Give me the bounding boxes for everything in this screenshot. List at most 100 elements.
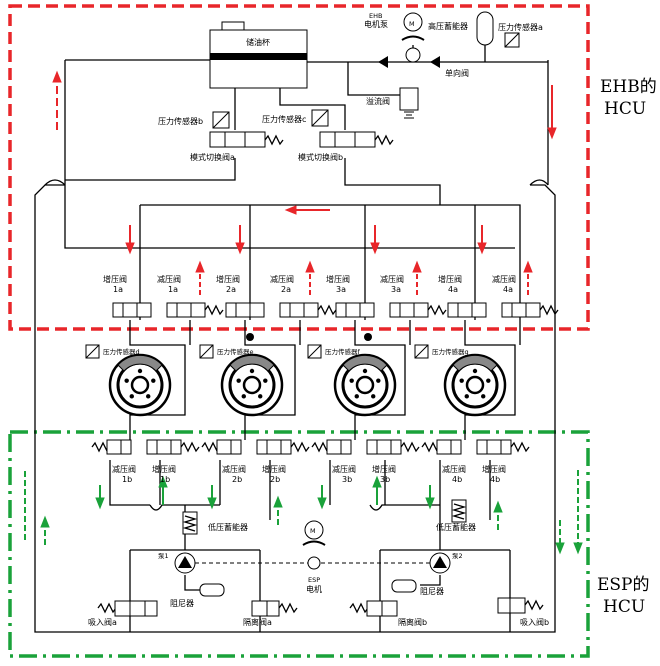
wheel-sensor-label: 压力传感器f	[325, 347, 361, 356]
dec-valve-b-id: 3b	[342, 475, 352, 484]
dec-valve-a-label: 减压阀	[157, 274, 181, 284]
lower-valve-pair-1	[91, 439, 200, 455]
svg-text:M: M	[409, 20, 415, 28]
esp-motor-label-2: 电机	[306, 584, 322, 594]
sensor-c-label: 压力传感器c	[262, 114, 306, 124]
dec-valve-a-id: 3a	[391, 285, 401, 294]
sensor-b-label: 压力传感器b	[158, 116, 203, 126]
svg-text:M: M	[310, 527, 316, 535]
lower-valve-pair-2	[201, 439, 310, 455]
esp-flow-arrows	[24, 470, 583, 555]
ehb-zone-label-1: EHB的	[600, 77, 657, 97]
inc-valve-a-label: 增压阀	[216, 274, 240, 284]
junction-dot	[246, 333, 254, 341]
inc-valve-a-label: 增压阀	[103, 274, 127, 284]
esp-zone-border	[8, 430, 590, 658]
hp-accumulator-label: 高压蓄能器	[428, 21, 468, 31]
junction-dot	[364, 333, 372, 341]
mode-valve-b-label: 模式切换阀b	[298, 152, 343, 162]
suction-valve-b	[497, 597, 544, 614]
dec-valve-b-id: 2b	[232, 475, 242, 484]
inc-valve-a-label: 增压阀	[326, 274, 350, 284]
pump-1-label: 泵1	[158, 552, 169, 560]
inc-valve-b-label: 增压阀	[372, 464, 396, 474]
damper-right-label: 阻尼器	[420, 587, 444, 596]
motor-pump-label-1: EHB	[369, 12, 382, 20]
isolation-valve-b	[349, 600, 398, 617]
ehb-zone-label-2: HCU	[604, 99, 646, 119]
mode-valve-b	[319, 131, 394, 148]
suction-a-label: 吸入阀a	[88, 618, 117, 627]
check-valve-label: 单向阀	[445, 68, 469, 78]
upper-valve-pair-1	[112, 302, 224, 318]
relief-valve-label: 溢流阀	[366, 96, 390, 106]
isolation-valve-a	[251, 600, 298, 617]
inc-valve-b-id: 3b	[380, 475, 390, 484]
wheel-group	[108, 353, 507, 417]
dec-valve-a-label: 减压阀	[380, 274, 404, 284]
brake-wheel-2	[220, 353, 284, 417]
inc-valve-b-id: 4b	[490, 475, 500, 484]
inc-valve-a-id: 3a	[336, 285, 346, 294]
check-valve-icon	[430, 56, 440, 68]
dec-valve-a-id: 1a	[168, 285, 178, 294]
inc-valve-a-id: 4a	[448, 285, 458, 294]
brake-wheel-3	[333, 353, 397, 417]
inc-valve-a-label: 增压阀	[438, 274, 462, 284]
wheel-sensor-group	[85, 344, 429, 359]
esp-zone-label-2: HCU	[603, 597, 645, 617]
inc-valve-a-id: 2a	[226, 285, 236, 294]
dec-valve-b-label: 减压阀	[332, 464, 356, 474]
dec-valve-a-label: 减压阀	[492, 274, 516, 284]
upper-valve-pair-3	[335, 302, 447, 318]
ehb-flow-arrows	[52, 70, 557, 295]
dec-valve-a-id: 4a	[503, 285, 513, 294]
dec-valve-a-id: 2a	[281, 285, 291, 294]
suction-valve-a	[97, 600, 158, 617]
check-valve-icon	[378, 56, 388, 68]
wheel-sensor-label: 压力传感器d	[103, 347, 140, 356]
upper-valve-group	[112, 302, 559, 318]
ehb-motor-pump: M	[401, 12, 425, 63]
sensor-a-label: 压力传感器a	[498, 22, 543, 32]
dec-valve-b-label: 减压阀	[442, 464, 466, 474]
reservoir: 储油杯	[209, 21, 308, 89]
suction-b-label: 吸入阀b	[520, 618, 549, 627]
wheel-pressure-sensor-3	[307, 344, 322, 359]
upper-valve-pair-2	[225, 302, 337, 318]
lower-valve-pair-4	[421, 439, 530, 455]
damper-left	[199, 583, 225, 597]
pipe-network	[34, 45, 556, 633]
inc-valve-b-label: 增压阀	[262, 464, 286, 474]
lp-acc-right-label: 低压蓄能器	[436, 522, 476, 532]
wheel-pressure-sensor-1	[85, 344, 100, 359]
wheel-sensor-label: 压力传感器g	[432, 347, 469, 356]
wheel-pressure-sensor-2	[199, 344, 214, 359]
brake-wheel-4	[443, 353, 507, 417]
hp-accumulator	[476, 11, 494, 46]
mode-valve-a	[209, 131, 284, 148]
lower-valve-group	[91, 439, 530, 455]
dec-valve-b-id: 1b	[122, 475, 132, 484]
inc-valve-b-label: 增压阀	[482, 464, 506, 474]
motor-pump-label-2: 电机泵	[364, 19, 388, 29]
damper-left-label: 阻尼器	[170, 599, 194, 608]
isolation-a-label: 隔离阀a	[243, 617, 272, 627]
brake-wheel-1	[108, 353, 172, 417]
dec-valve-b-label: 减压阀	[112, 464, 136, 474]
mode-valve-a-label: 模式切换阀a	[190, 152, 235, 162]
lp-accumulator-right	[451, 499, 467, 523]
reservoir-label: 储油杯	[246, 37, 270, 47]
esp-zone-label-1: ESP的	[597, 575, 650, 595]
dec-valve-b-label: 减压阀	[222, 464, 246, 474]
dec-valve-a-label: 减压阀	[270, 274, 294, 284]
esp-motor-label-1: ESP	[308, 576, 320, 584]
dec-valve-b-id: 4b	[452, 475, 462, 484]
inc-valve-b-label: 增压阀	[152, 464, 176, 474]
esp-motor	[304, 520, 324, 540]
damper-right	[391, 579, 417, 593]
wheel-sensor-label: 压力传感器e	[217, 347, 254, 356]
lower-valve-pair-3	[311, 439, 420, 455]
